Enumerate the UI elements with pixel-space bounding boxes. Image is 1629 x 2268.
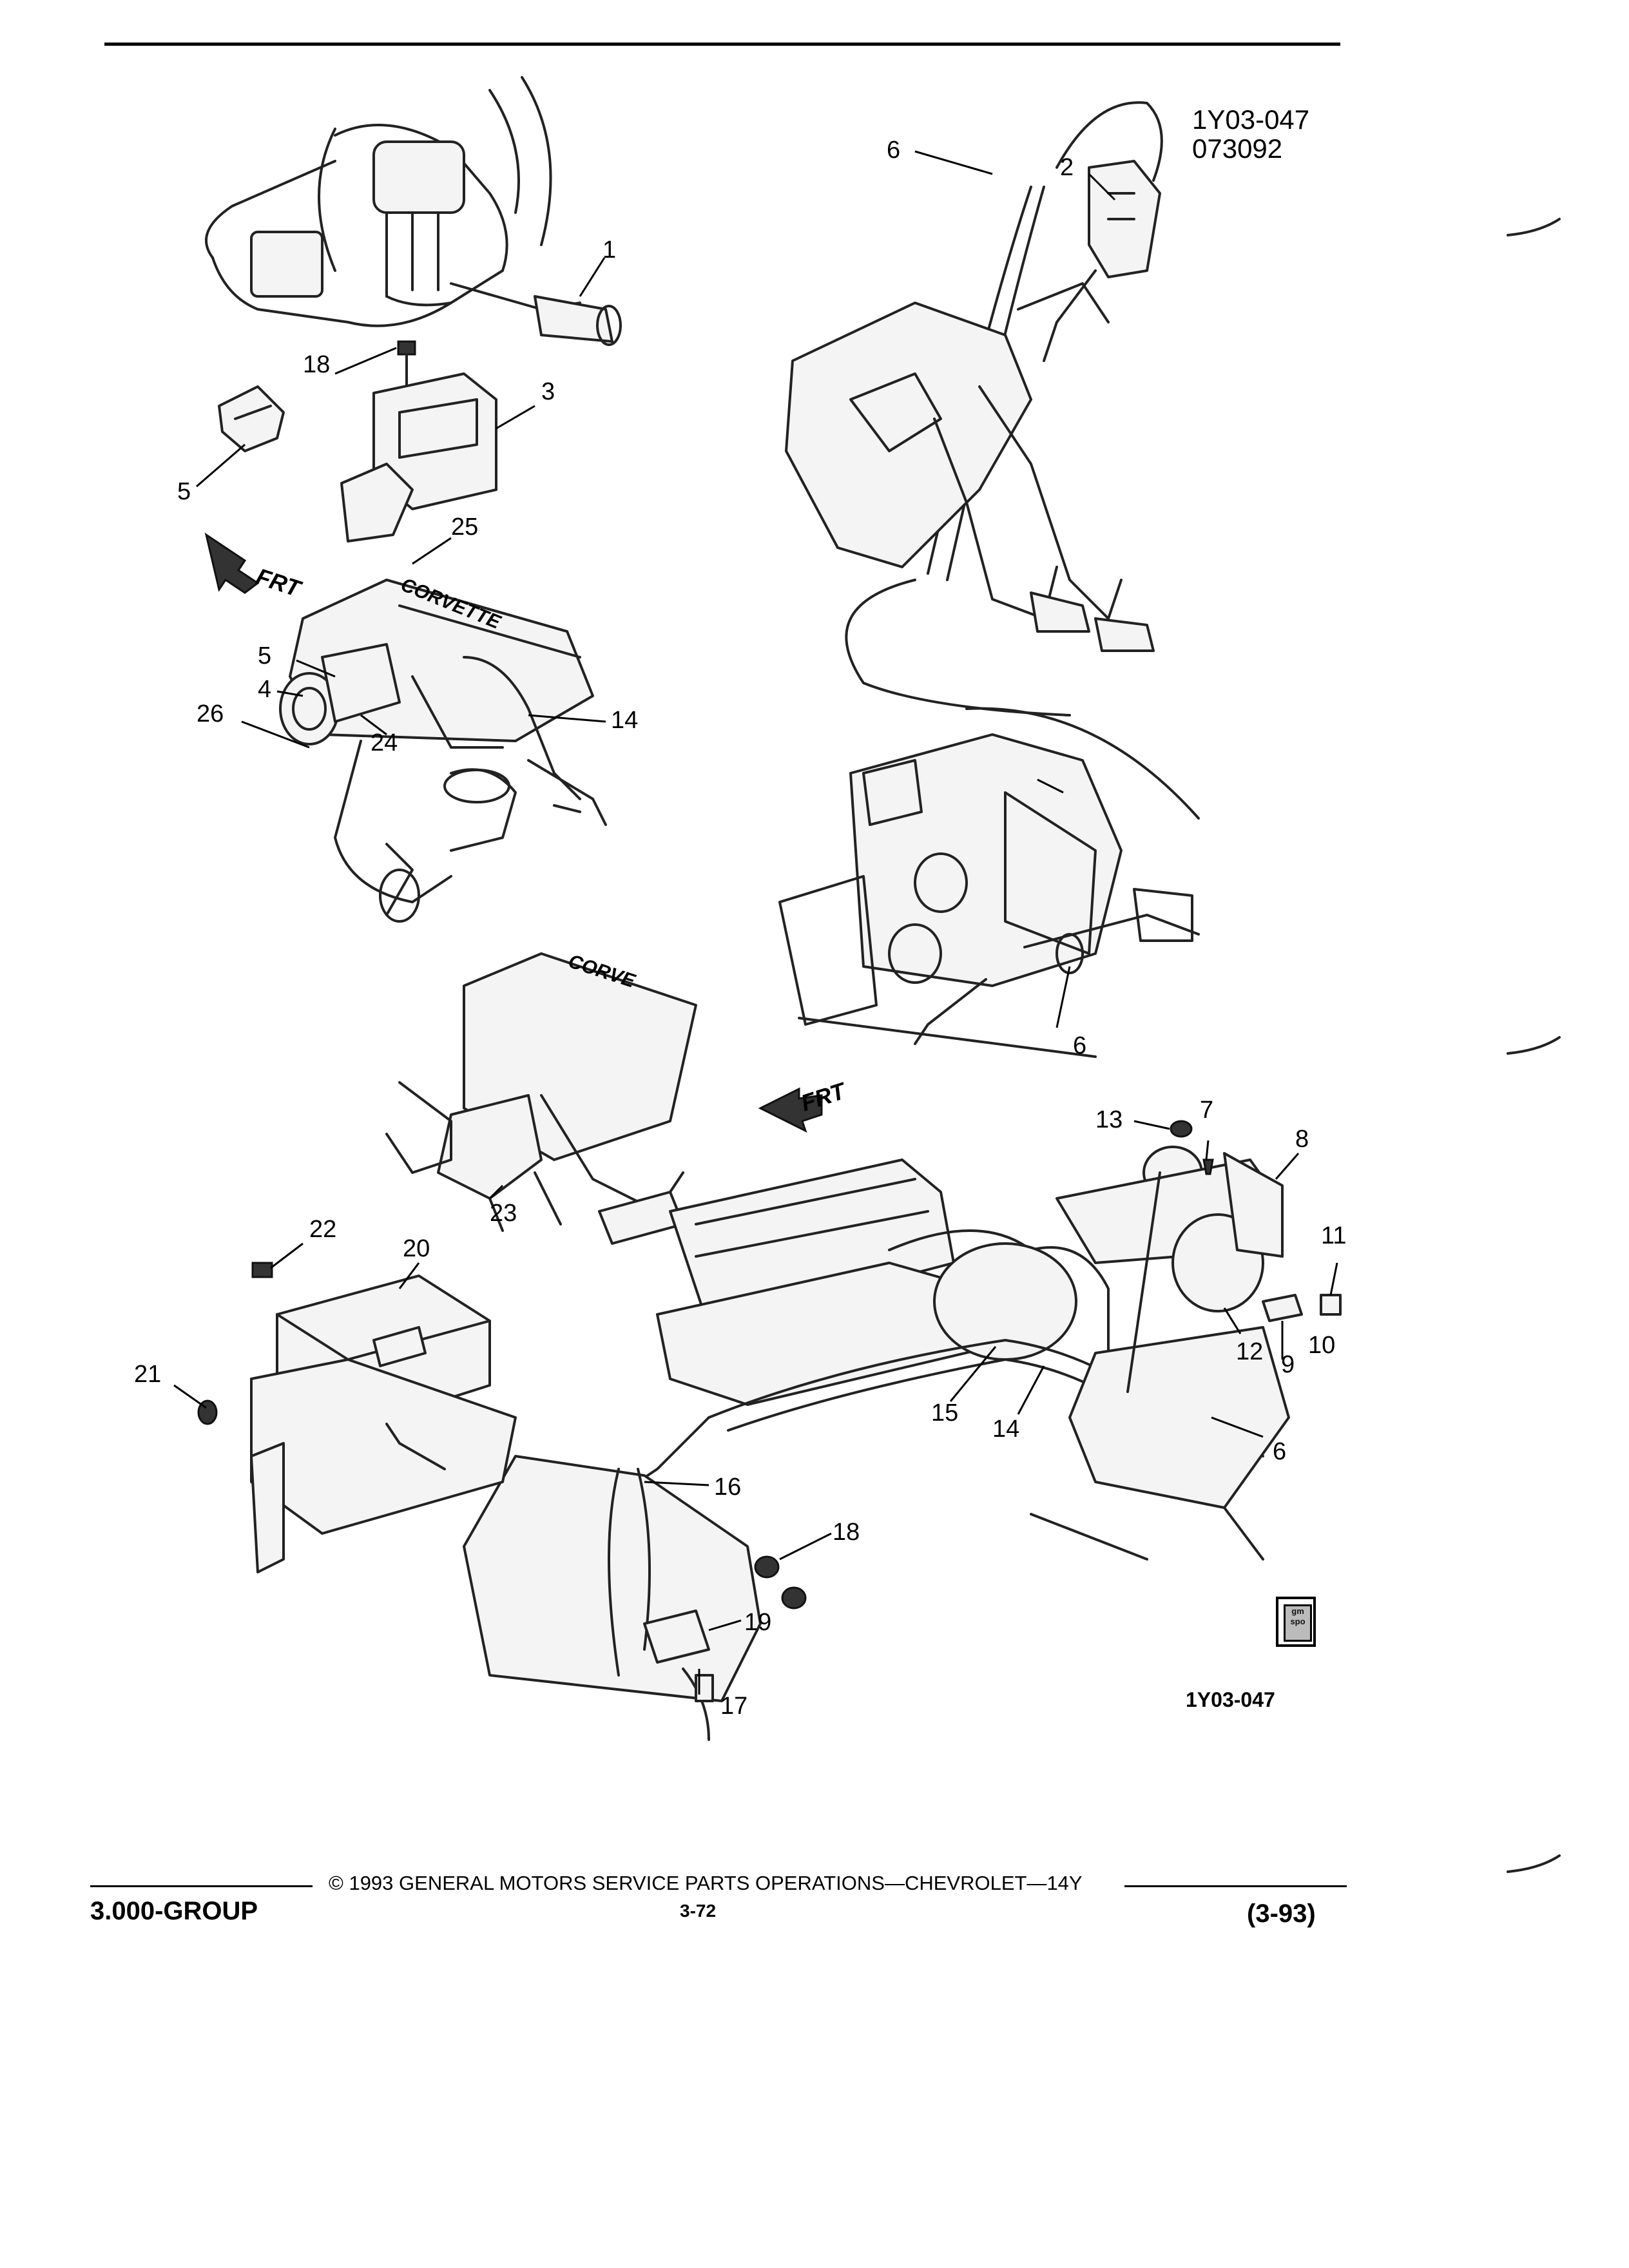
frt-label-2: FRT xyxy=(798,1077,850,1116)
reference-block: 1Y03-047 073092 xyxy=(1192,104,1309,164)
brake-booster-parts xyxy=(1055,1120,1342,1393)
copyright-line: © 1993 GENERAL MOTORS SERVICE PARTS OPER… xyxy=(329,1872,1083,1894)
callout-3: 3 xyxy=(541,378,555,405)
binding-marks xyxy=(1507,218,1561,1873)
engine-illustration-middle: CORVE xyxy=(385,950,697,1245)
callout-21: 21 xyxy=(134,1361,161,1388)
pedal-assembly-illustration xyxy=(785,101,1163,716)
callout-20: 20 xyxy=(403,1235,430,1262)
callout-5-top: 5 xyxy=(177,478,191,505)
date-code: 073092 xyxy=(1192,133,1282,164)
steering-column-illustration xyxy=(205,76,622,346)
page-number: 3-72 xyxy=(680,1901,717,1921)
nuts-18-lower xyxy=(754,1555,807,1610)
callout-11: 11 xyxy=(1321,1222,1346,1249)
callout-18-bottom: 18 xyxy=(833,1519,860,1546)
callout-18-top: 18 xyxy=(303,351,330,378)
front-arrow-1: FRT xyxy=(204,532,305,602)
callout-25: 25 xyxy=(451,514,478,541)
callout-14-bottom: 14 xyxy=(992,1416,1019,1443)
group-label: 3.000-GROUP xyxy=(90,1897,258,1925)
callout-6-top: 6 xyxy=(887,137,900,164)
callout-6-middle: 6 xyxy=(1073,1032,1086,1059)
top-rule xyxy=(104,43,1340,46)
callout-19: 19 xyxy=(744,1609,771,1636)
leader-lines xyxy=(173,150,1338,1695)
callout-16: 16 xyxy=(714,1474,741,1501)
front-arrow-2: FRT xyxy=(758,1077,850,1133)
gm-spo-logo: gm spo xyxy=(1276,1597,1316,1647)
callout-6-bottom: 6 xyxy=(1273,1438,1286,1465)
callout-26: 26 xyxy=(197,700,224,727)
firewall-illustration xyxy=(778,707,1200,1058)
callout-8: 8 xyxy=(1295,1126,1309,1153)
callout-15: 15 xyxy=(931,1399,958,1427)
clip-5-top xyxy=(218,385,285,452)
cover-3 xyxy=(340,372,497,543)
callout-9: 9 xyxy=(1281,1351,1295,1378)
callout-22: 22 xyxy=(309,1216,336,1243)
callout-12: 12 xyxy=(1236,1338,1263,1365)
callout-13: 13 xyxy=(1095,1106,1123,1133)
callout-5-engine: 5 xyxy=(258,642,271,669)
bolt-18-top xyxy=(397,340,416,388)
callout-1: 1 xyxy=(602,236,616,264)
callout-14-top: 14 xyxy=(611,707,638,734)
callout-2: 2 xyxy=(1060,154,1074,181)
engine-harness-illustration xyxy=(463,1158,1290,1741)
module-bracket-assembly xyxy=(197,1262,517,1573)
callout-10: 10 xyxy=(1308,1332,1335,1359)
callout-7: 7 xyxy=(1200,1097,1213,1124)
footer-rule-right xyxy=(1124,1885,1347,1887)
callout-numbers: 1 2 3 4 5 5 6 6 6 7 8 9 10 11 12 13 14 1… xyxy=(134,137,1346,1720)
gm-spo-logo-mark: gm spo xyxy=(1284,1604,1312,1642)
callout-4: 4 xyxy=(258,676,271,703)
callout-17: 17 xyxy=(720,1693,747,1720)
reference-code-top: 1Y03-047 xyxy=(1192,104,1309,135)
callout-24: 24 xyxy=(371,729,398,756)
callout-23: 23 xyxy=(490,1200,517,1227)
engine-illustration-top: CORVETTE xyxy=(279,574,607,923)
revision-code: (3-93) xyxy=(1247,1899,1316,1928)
reference-code-bottom: 1Y03-047 xyxy=(1186,1688,1275,1711)
frt-label-1: FRT xyxy=(253,563,305,602)
footer-rule-left xyxy=(90,1885,313,1887)
